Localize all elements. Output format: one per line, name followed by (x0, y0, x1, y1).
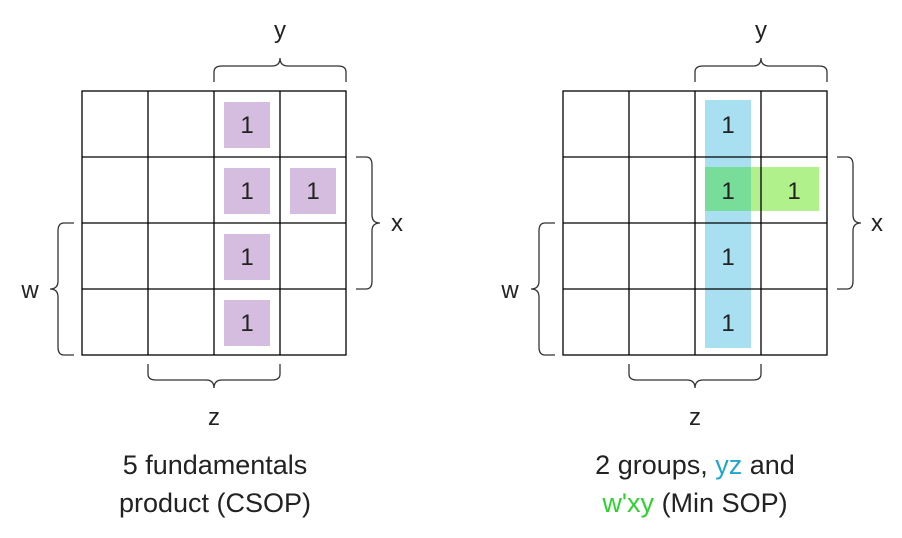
left-label-y: y (274, 17, 286, 44)
left-caption: 5 fundamentals product (CSOP) (55, 446, 375, 522)
right-label-y: y (755, 17, 767, 44)
left-cell-r1c2: 1 (240, 178, 253, 205)
right-cell-r3c2: 1 (721, 310, 734, 337)
right-kmap: 1 1 1 1 1 y x w z (500, 17, 883, 431)
left-cell-r3c2: 1 (240, 310, 253, 337)
left-brace-z (147, 364, 281, 389)
left-kmap: 1 1 1 1 1 y x w z (20, 17, 403, 431)
right-caption-line2: w'xy (Min SOP) (535, 484, 855, 522)
right-cell-r1c3: 1 (787, 178, 800, 205)
right-cell-r0c2: 1 (721, 112, 734, 139)
right-label-x: x (871, 210, 883, 237)
right-brace-z (628, 364, 762, 389)
right-group-overlap (705, 167, 751, 211)
left-term-box-r0c2 (224, 102, 270, 148)
left-label-x: x (391, 210, 403, 237)
right-grid (562, 90, 828, 356)
right-label-w: w (500, 277, 519, 304)
left-term-box-r1c3 (290, 168, 336, 214)
left-cell-r1c3: 1 (306, 178, 319, 205)
right-caption-and: and (742, 450, 795, 480)
left-term-box-r3c2 (224, 300, 270, 346)
right-brace-x (837, 156, 862, 290)
left-caption-line1: 5 fundamentals (122, 450, 308, 480)
right-brace-y (694, 57, 828, 82)
left-cell-r0c2: 1 (240, 112, 253, 139)
right-group-yz (705, 100, 751, 348)
right-caption-line1: 2 groups, yz and (535, 446, 855, 484)
left-brace-y (213, 57, 347, 82)
right-caption-suffix: (Min SOP) (654, 488, 788, 518)
right-caption-yz: yz (715, 450, 743, 480)
right-cell-r1c2: 1 (721, 178, 734, 205)
left-term-box-r1c2 (224, 168, 270, 214)
right-brace-w (530, 222, 555, 356)
left-brace-w (49, 222, 74, 356)
right-caption: 2 groups, yz and w'xy (Min SOP) (535, 446, 855, 522)
right-cell-r2c2: 1 (721, 244, 734, 271)
left-term-box-r2c2 (224, 234, 270, 280)
right-caption-prefix: 2 groups, (595, 450, 716, 480)
left-label-w: w (20, 277, 39, 304)
right-label-z: z (689, 404, 701, 431)
left-cell-r2c2: 1 (240, 244, 253, 271)
left-label-z: z (208, 404, 220, 431)
right-caption-wxy: w'xy (602, 488, 655, 518)
left-grid (81, 90, 347, 356)
left-caption-line2: product (CSOP) (118, 488, 312, 518)
left-brace-x (356, 156, 381, 290)
